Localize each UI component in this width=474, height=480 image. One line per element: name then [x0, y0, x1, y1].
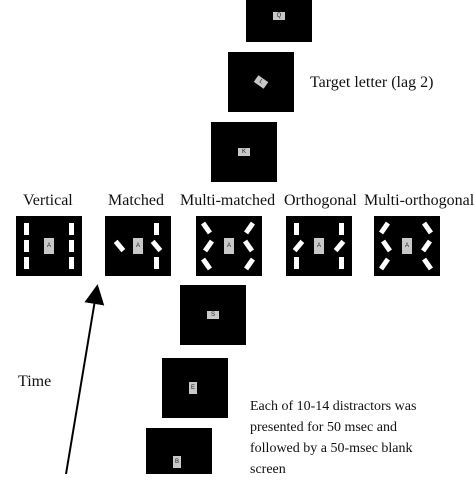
condition-label-multi-matched: Multi-matched [180, 192, 276, 209]
condition-frame-matched: A [105, 216, 171, 276]
stream-letter-distractor-3: B [173, 456, 181, 468]
condition-frame-multi-orthogonal: A [374, 216, 440, 276]
stream-letter-pre-target: K [238, 148, 250, 156]
condition-frame-vertical: A [16, 216, 82, 276]
stream-frame-target: L [228, 52, 294, 112]
stream-frame-top: Q [246, 0, 312, 42]
stream-letter-top: Q [273, 12, 285, 20]
target-letter: A [314, 238, 324, 254]
flanker-bar [294, 223, 299, 235]
time-label: Time [18, 373, 52, 390]
stream-frame-distractor-2: E [162, 358, 228, 418]
flanker-bar [69, 240, 74, 252]
distractor-note-line: presented for 50 msec and [250, 420, 397, 435]
flanker-bar [154, 223, 159, 235]
flanker-bar [24, 240, 29, 252]
target-letter-label: Target letter (lag 2) [310, 74, 434, 91]
condition-label-multi-orthogonal: Multi-orthogonal [364, 192, 474, 209]
stream-letter-distractor-1: S [207, 311, 219, 319]
condition-label-vertical: Vertical [23, 192, 73, 209]
flanker-bar [69, 223, 74, 235]
target-letter: A [44, 238, 54, 254]
flanker-bar [69, 257, 74, 269]
stream-frame-distractor-3: B [146, 428, 212, 474]
stream-frame-pre-target: K [211, 122, 277, 182]
flanker-bar [24, 223, 29, 235]
stream-letter-distractor-2: E [189, 382, 197, 394]
target-letter: A [133, 238, 143, 254]
flanker-bar [24, 257, 29, 269]
distractor-note-line: followed by a 50-msec blank [250, 441, 413, 456]
condition-label-orthogonal: Orthogonal [284, 192, 357, 209]
flanker-bar [339, 257, 344, 269]
flanker-bar [339, 223, 344, 235]
condition-label-matched: Matched [108, 192, 164, 209]
flanker-bar [294, 257, 299, 269]
distractor-note: Each of 10-14 distractors was presented … [250, 396, 470, 480]
target-letter: A [402, 238, 412, 254]
stream-frame-distractor-1: S [180, 285, 246, 345]
distractor-note-line: screen [250, 462, 286, 477]
target-letter: A [224, 238, 234, 254]
condition-frame-multi-matched: A [196, 216, 262, 276]
flanker-bar [154, 257, 159, 269]
condition-frame-orthogonal: A [286, 216, 352, 276]
distractor-note-line: Each of 10-14 distractors was [250, 399, 417, 414]
